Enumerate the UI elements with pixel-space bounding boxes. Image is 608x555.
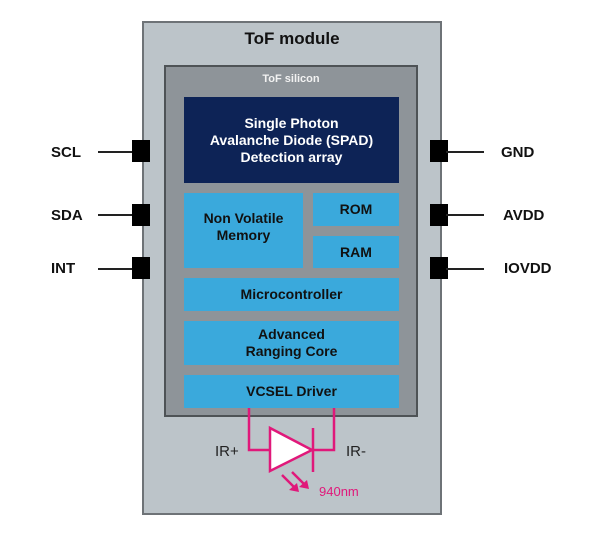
- nvm-label: Non Volatile Memory: [203, 209, 284, 243]
- ram-block: RAM: [313, 236, 399, 268]
- pin-lead-int: [98, 268, 134, 270]
- vcsel-driver-label: VCSEL Driver: [246, 383, 337, 399]
- pin-lead-gnd: [446, 151, 484, 153]
- ir-minus-label: IR-: [346, 443, 366, 460]
- module-title: ToF module: [244, 29, 340, 48]
- ranging-core-block: Advanced Ranging Core: [184, 321, 399, 365]
- anode-wire: [247, 408, 270, 452]
- nvm-block: Non Volatile Memory: [184, 193, 303, 268]
- pin-pad-int: [132, 257, 150, 279]
- pin-lead-avdd: [446, 214, 484, 216]
- pin-pad-iovdd: [430, 257, 448, 279]
- pin-pad-avdd: [430, 204, 448, 226]
- spad-label: Single Photon Avalanche Diode (SPAD) Det…: [209, 114, 374, 165]
- pin-label-int: INT: [51, 260, 76, 277]
- pin-label-sda: SDA: [51, 207, 83, 224]
- pin-label-iovdd: IOVDD: [504, 260, 552, 277]
- emission-arrowhead-1: [289, 483, 299, 492]
- microcontroller-label: Microcontroller: [240, 286, 343, 302]
- pin-label-scl: SCL: [51, 144, 81, 161]
- ir-plus-label: IR+: [215, 443, 239, 460]
- rom-label: ROM: [339, 201, 373, 217]
- pin-label-gnd: GND: [501, 144, 535, 161]
- pin-lead-iovdd: [446, 268, 484, 270]
- cathode-wire: [313, 408, 336, 452]
- silicon-title: ToF silicon: [262, 73, 320, 85]
- rom-block: ROM: [313, 193, 399, 226]
- pin-lead-sda: [98, 214, 134, 216]
- emission-arrowhead-2: [299, 480, 309, 489]
- pin-label-avdd: AVDD: [503, 207, 545, 224]
- spad-block: Single Photon Avalanche Diode (SPAD) Det…: [184, 97, 399, 183]
- wavelength-label: 940nm: [319, 484, 359, 499]
- microcontroller-block: Microcontroller: [184, 278, 399, 311]
- vcsel-driver-block: VCSEL Driver: [184, 375, 399, 408]
- ram-label: RAM: [340, 243, 372, 260]
- pin-lead-scl: [98, 151, 134, 153]
- diode-triangle-icon: [268, 425, 315, 474]
- pin-pad-gnd: [430, 140, 448, 162]
- ranging-core-label: Advanced Ranging Core: [245, 326, 338, 359]
- pin-pad-sda: [132, 204, 150, 226]
- pin-pad-scl: [132, 140, 150, 162]
